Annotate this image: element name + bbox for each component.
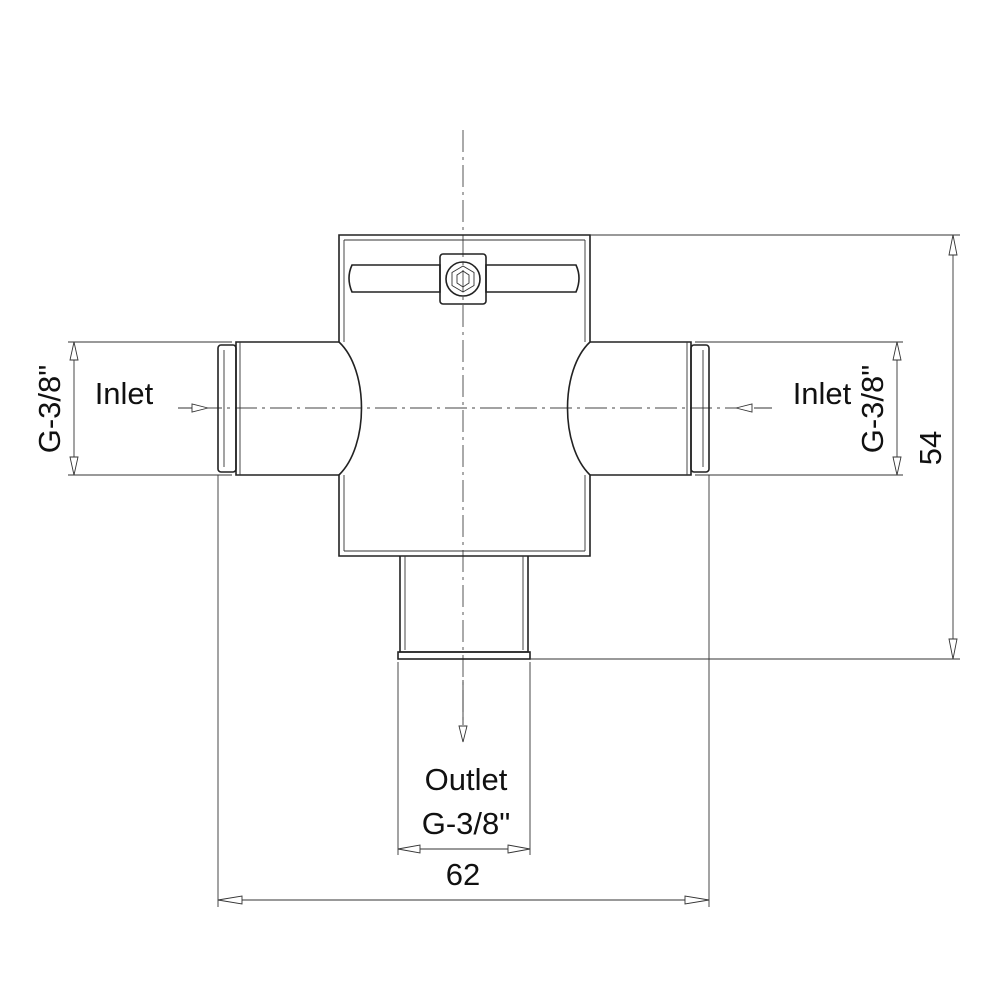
handle-lever xyxy=(348,253,580,305)
hex-key-icon xyxy=(445,261,481,297)
left-thread-label: G-3/8" xyxy=(32,365,67,454)
height-dimension xyxy=(530,234,960,660)
height-dimension-label: 54 xyxy=(913,431,948,465)
left-inlet-port xyxy=(217,341,339,476)
inlet-left-flow-arrow xyxy=(178,403,209,413)
right-thread-label: G-3/8" xyxy=(855,365,890,454)
inlet-right-flow-arrow xyxy=(735,403,772,413)
inlet-left-label: Inlet xyxy=(95,376,154,411)
right-thread-dimension xyxy=(695,341,903,476)
outlet-thread-label: G-3/8" xyxy=(422,806,511,841)
outlet-label: Outlet xyxy=(425,762,508,797)
width-dimension-label: 62 xyxy=(446,857,480,892)
inlet-right-label: Inlet xyxy=(793,376,852,411)
outlet-thread-dimension xyxy=(397,662,531,855)
outlet-flow-arrow xyxy=(458,680,468,743)
left-thread-dimension xyxy=(68,341,232,476)
valve-body xyxy=(338,234,591,557)
width-dimension xyxy=(217,475,710,907)
right-inlet-port xyxy=(590,341,710,476)
outlet-port xyxy=(397,556,531,660)
